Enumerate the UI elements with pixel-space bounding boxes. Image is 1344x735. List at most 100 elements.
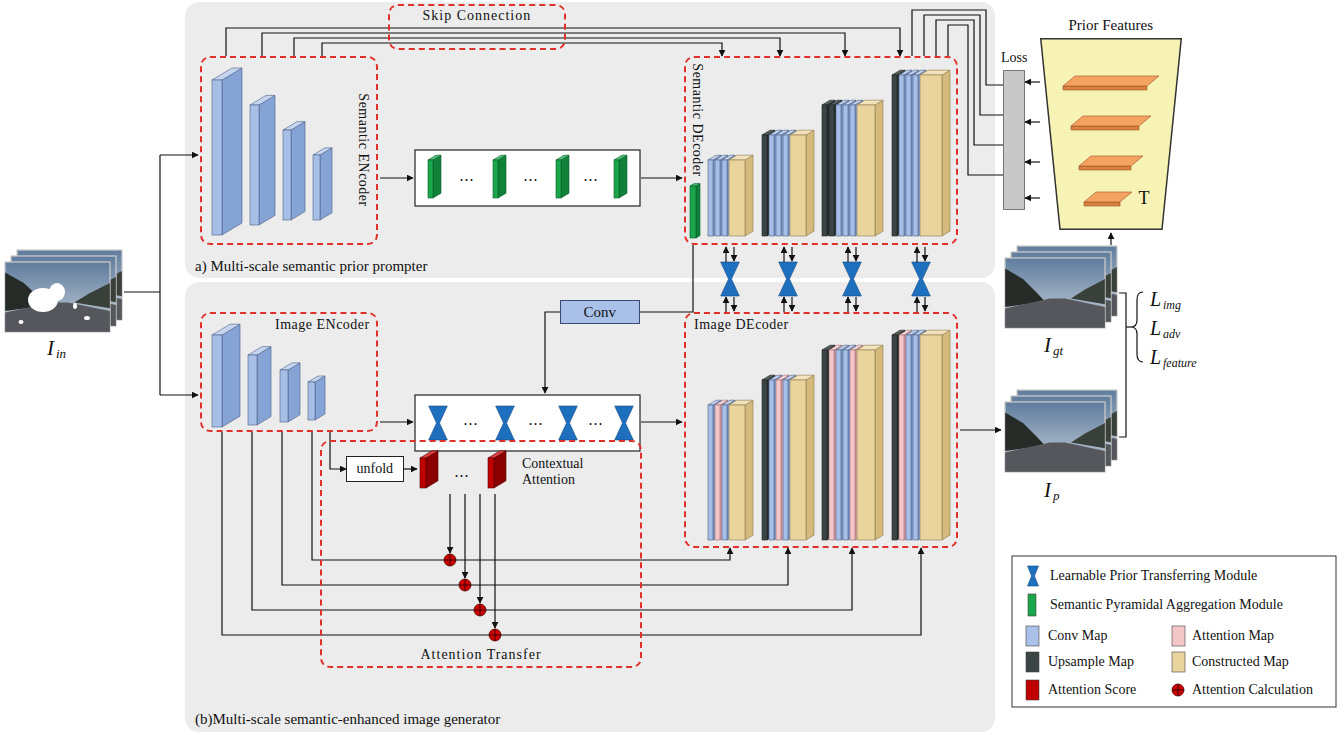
- prior-transfer-symbol: [779, 262, 798, 296]
- arrow-line: [464, 494, 465, 578]
- feature-map-top: [857, 345, 883, 350]
- decoder-box: Image DEcoder: [684, 312, 958, 548]
- feature-map: [822, 105, 827, 236]
- feature-map-side: [696, 184, 700, 238]
- feature-map-top: [313, 148, 332, 155]
- feature-map-top: [428, 155, 441, 160]
- feature-map: [729, 160, 745, 236]
- arrow-line: [1110, 233, 1111, 245]
- feature-map-top: [250, 95, 275, 105]
- node-text: (b)Multi-scale semantic-enhanced image g…: [195, 711, 500, 728]
- feature-map-side: [561, 155, 569, 198]
- feature-map-top: [790, 130, 814, 135]
- feature-map: [850, 350, 855, 540]
- legend-text: Attention Score: [1048, 682, 1136, 698]
- prior-transfer-symbol: [843, 262, 862, 296]
- symbol: L: [1150, 317, 1161, 340]
- encoder-box: Semantic ENcoder: [200, 56, 378, 245]
- arrow-line: [783, 247, 784, 262]
- prior-feature-tile: [1079, 166, 1131, 170]
- arrow-line: [924, 247, 925, 261]
- feature-map-side: [257, 347, 271, 425]
- feature-map-side: [315, 376, 325, 420]
- feature-map: [920, 75, 942, 236]
- annotation: Contextual Attention: [522, 456, 600, 488]
- feature-map: [722, 405, 727, 540]
- feature-map: [762, 380, 767, 540]
- photo-outline: [1005, 402, 1105, 472]
- feature-map-top: [729, 400, 753, 405]
- subscript: p: [1053, 489, 1060, 504]
- subscript: adv: [1163, 328, 1180, 342]
- feature-map-top: [493, 155, 506, 160]
- feature-map-top: [556, 155, 569, 160]
- feature-map-side: [222, 68, 242, 235]
- feature-map-side: [713, 400, 721, 540]
- feature-map-side: [498, 155, 506, 198]
- feature-map-top: [212, 68, 242, 80]
- feature-map-side: [720, 155, 728, 236]
- arrow-line: [380, 421, 413, 422]
- symbol: I: [47, 336, 54, 360]
- funnel-outline: [1041, 39, 1182, 230]
- arrow-line: [791, 247, 792, 261]
- feature-map: [829, 105, 834, 236]
- prior-feature-tile: [1071, 116, 1151, 126]
- arrow-line: [449, 494, 450, 553]
- feature-map: [250, 105, 259, 225]
- ellipsis: ...: [524, 167, 539, 185]
- conv-box: Conv: [560, 300, 640, 324]
- feature-map: [776, 135, 781, 236]
- module-panel: a) Multi-scale semantic prior prompterSk…: [185, 2, 995, 278]
- feature-map-top: [248, 347, 271, 355]
- mask-region: [19, 320, 24, 324]
- ellipsis: ...: [584, 167, 599, 185]
- arrow-line: [380, 177, 413, 178]
- attention-calculation-cross: [444, 554, 456, 566]
- prior-transfer-symbol: [559, 406, 578, 440]
- feature-map-side: [767, 130, 775, 236]
- node-text: Semantic ENcoder: [354, 93, 370, 206]
- feature-map: [313, 155, 320, 220]
- feature-map-side: [781, 130, 789, 236]
- feature-map-side: [827, 345, 835, 540]
- attention-calculation-cross: [489, 629, 501, 641]
- connectors: [222, 10, 1040, 635]
- feature-map: [556, 160, 561, 198]
- arrow-line: [494, 494, 495, 628]
- feature-map: [280, 370, 288, 422]
- prior-feature-tile: [1071, 126, 1139, 130]
- node-text: Attention Transfer: [421, 647, 542, 663]
- arrow-line: [847, 297, 848, 312]
- feature-map-side: [291, 122, 305, 220]
- arrow-line: [733, 247, 734, 261]
- feature-map: [212, 335, 222, 427]
- feature-map: [850, 105, 855, 236]
- panel-ground: [185, 282, 995, 732]
- feature-map-top: [283, 122, 305, 130]
- subscript: img: [1163, 299, 1181, 313]
- feature-map: [822, 350, 827, 540]
- photo-frame: [1005, 402, 1105, 472]
- photo-sky: [5, 262, 110, 332]
- feature-map-side: [713, 155, 721, 236]
- attention-calculation-symbol: [444, 554, 456, 566]
- connector: [640, 245, 693, 312]
- node-text: Prior Features: [1069, 17, 1154, 34]
- photo-sky: [1005, 402, 1105, 472]
- feature-map: [783, 135, 788, 236]
- feature-map-side: [848, 345, 856, 540]
- connector: [1025, 81, 1040, 82]
- symbol: L: [1150, 346, 1161, 369]
- photo-sky: [1005, 258, 1105, 328]
- node-text: T: [1139, 188, 1150, 209]
- module-panel: (b)Multi-scale semantic-enhanced image g…: [185, 282, 995, 732]
- connector: [262, 33, 845, 56]
- unfold-box: unfold: [346, 456, 404, 482]
- attention-calculation-symbol: [459, 579, 471, 591]
- feature-map-side: [834, 100, 842, 236]
- connector: [282, 432, 788, 585]
- feature-map: [857, 350, 875, 540]
- prior-transfer-symbol: [721, 262, 740, 296]
- symbol: I: [1044, 478, 1051, 502]
